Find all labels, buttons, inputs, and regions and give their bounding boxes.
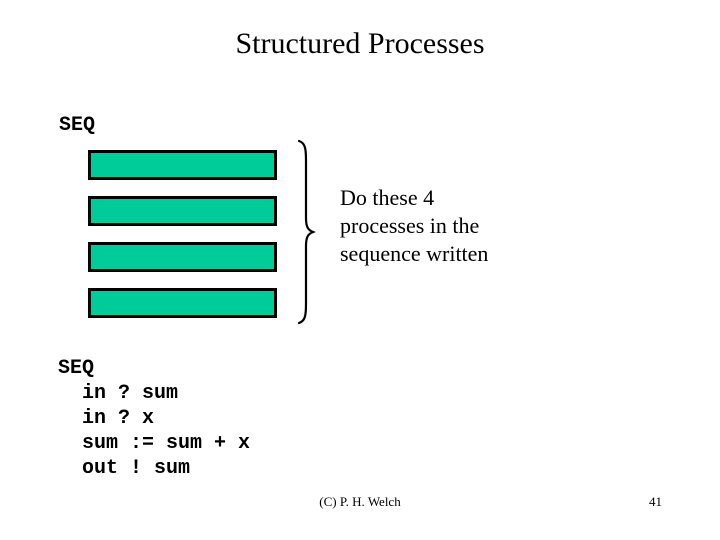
occam-code-block: SEQ in ? sum in ? x sum := sum + x out !…	[58, 357, 251, 480]
process-box	[88, 242, 277, 272]
footer-copyright: (C) P. H. Welch	[319, 494, 401, 509]
page-number: 41	[649, 494, 662, 509]
right-curly-brace-icon	[297, 139, 316, 325]
process-box	[88, 288, 277, 318]
process-box	[88, 196, 277, 226]
slide-title: Structured Processes	[235, 27, 485, 60]
seq-keyword-label: SEQ	[59, 114, 96, 137]
process-box	[88, 150, 277, 180]
sequence-annotation: Do these 4 processes in the sequence wri…	[340, 185, 489, 266]
process-boxes	[88, 150, 277, 318]
